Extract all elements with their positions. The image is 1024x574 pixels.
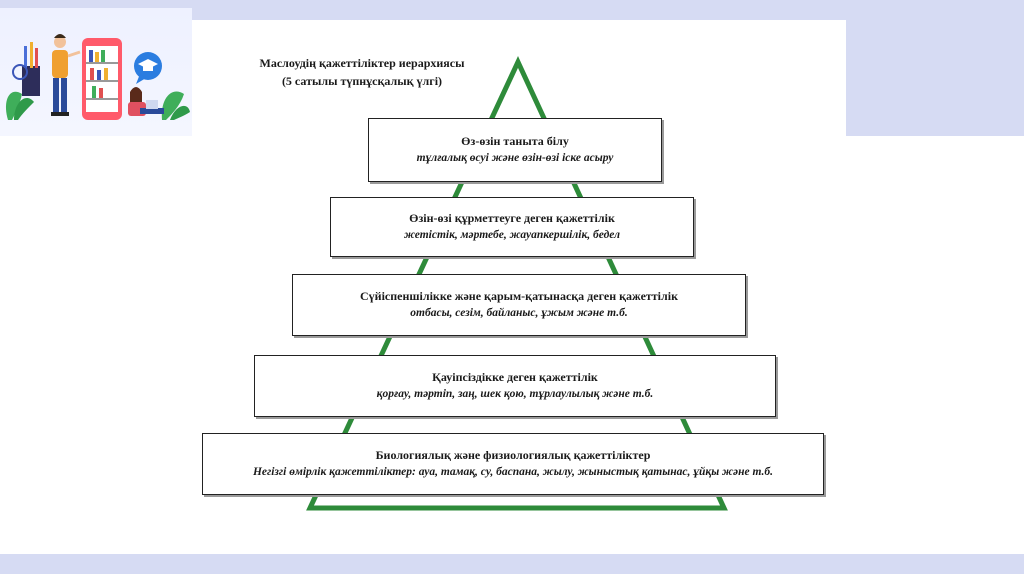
maslow-diagram: Маслоудің қажеттіліктер иерархиясы (5 са… (192, 20, 846, 540)
plant-leaves-icon (5, 91, 190, 120)
bottom-band (0, 554, 1024, 574)
diagram-title-line-2: (5 сатылы түпнұсқалық үлгі) (281, 74, 443, 88)
level-self-actualization: Өз-өзін таныта білу тұлғалық өсуі және ө… (368, 118, 662, 182)
diagram-title: Маслоудің қажеттіліктер иерархиясы (5 са… (232, 54, 492, 90)
phone-bookshelf-icon (82, 38, 122, 120)
right-band (846, 20, 1024, 136)
pencil-cup-icon (12, 42, 40, 96)
student-standing-icon (51, 34, 81, 116)
education-illustration (0, 8, 192, 136)
level-subtitle: жетістік, мәртебе, жауапкершілік, бедел (403, 229, 621, 241)
level-title: Өзін-өзі құрметтеуге деген қажеттілік (409, 211, 615, 225)
level-subtitle: қорғау, тәртіп, заң, шек қою, тұрлаулылы… (376, 388, 654, 400)
graduation-cap-bubble-icon (134, 52, 162, 84)
diagram-title-line-1: Маслоудің қажеттіліктер иерархиясы (259, 56, 465, 70)
level-esteem: Өзін-өзі құрметтеуге деген қажеттілік же… (330, 197, 694, 257)
level-title: Қауіпсіздікке деген қажеттілік (432, 370, 598, 384)
level-subtitle: отбасы, сезім, байланыс, ұжым және т.б. (410, 307, 628, 319)
top-band (0, 0, 1024, 20)
student-sitting-icon (128, 87, 164, 116)
level-title: Сүйіспеншілікке және қарым-қатынасқа дег… (359, 289, 678, 303)
level-title: Биологиялық және физиологиялық қажеттілі… (375, 448, 651, 462)
level-safety: Қауіпсіздікке деген қажеттілік қорғау, т… (254, 355, 776, 417)
level-subtitle: тұлғалық өсуі және өзін-өзі іске асыру (416, 152, 614, 164)
level-physiological: Биологиялық және физиологиялық қажеттілі… (202, 433, 824, 495)
level-subtitle: Негізгі өмірлік қажеттіліктер: ауа, тама… (252, 466, 774, 478)
level-title: Өз-өзін таныта білу (461, 134, 569, 148)
level-love-belonging: Сүйіспеншілікке және қарым-қатынасқа дег… (292, 274, 746, 336)
